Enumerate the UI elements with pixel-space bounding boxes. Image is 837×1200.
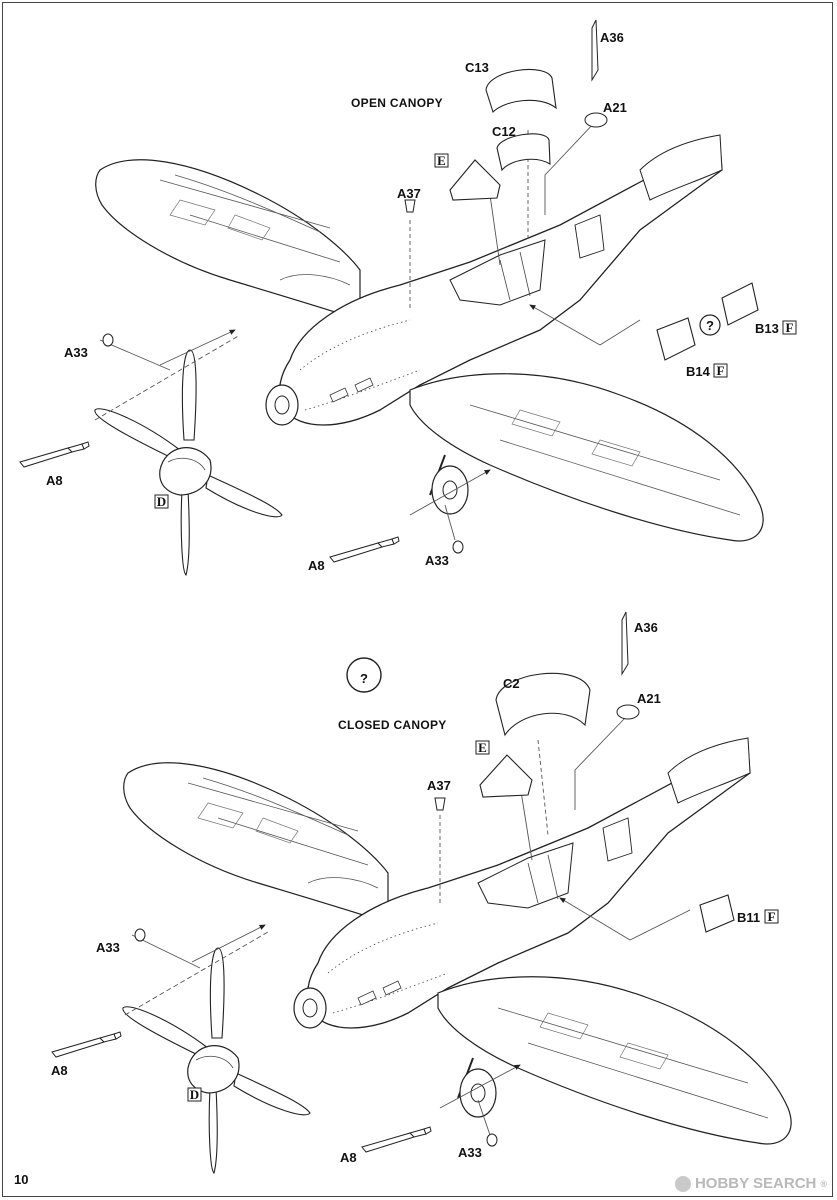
bottom-propeller — [122, 947, 311, 1174]
bottom-heading: CLOSED CANOPY — [338, 718, 447, 732]
bottom-label-b11: B11 — [737, 910, 760, 925]
top-label-a37: A37 — [397, 186, 421, 201]
bottom-leader-b11 — [559, 897, 691, 941]
bottom-label-a8-bottom: A8 — [340, 1150, 357, 1165]
top-label-a8-left: A8 — [46, 473, 63, 488]
bottom-marker-f-box — [764, 909, 779, 924]
top-aircraft-assembly: ? E D F F C13 C12 A36 A21 A37 A33 A33 A8… — [19, 19, 797, 576]
bottom-leader-a8-left — [124, 931, 269, 1016]
bottom-leader-a8-bottom — [439, 1064, 521, 1109]
bottom-label-a8-left: A8 — [51, 1063, 68, 1078]
top-label-c13: C13 — [465, 60, 489, 75]
top-label-b13: B13 — [755, 321, 779, 336]
bottom-label-a33-left: A33 — [96, 940, 120, 955]
top-leader-a33-left-arrow — [159, 329, 236, 366]
top-label-a36: A36 — [600, 30, 624, 45]
top-part-c13-shape — [485, 69, 557, 114]
top-heading: OPEN CANOPY — [351, 96, 443, 110]
bottom-label-a21: A21 — [637, 691, 661, 706]
top-part-b14-shape — [656, 317, 696, 361]
top-part-a37-shape — [404, 199, 416, 213]
top-part-b13-shape — [721, 282, 759, 326]
bottom-a8-bottom-barrel — [361, 1126, 432, 1153]
bottom-leader-e — [519, 784, 533, 861]
watermark-logo-icon — [674, 1175, 691, 1192]
bottom-label-a37: A37 — [427, 778, 451, 793]
top-leader-a8-left — [94, 334, 241, 421]
top-marker-d-box — [154, 494, 169, 509]
top-label-b14: B14 — [686, 364, 711, 379]
top-label-a33-bottom: A33 — [425, 553, 449, 568]
bottom-marker-e: E — [478, 740, 487, 755]
top-leader-b14 — [529, 304, 641, 346]
bottom-part-a21-shape — [616, 704, 640, 720]
top-marker-f1-box — [782, 320, 797, 335]
bottom-part-a36-shape — [621, 611, 629, 676]
top-part-a36-shape — [591, 19, 599, 82]
top-leader-e — [489, 194, 501, 266]
top-part-a33-bottom-shape — [452, 540, 464, 554]
top-label-a33-left: A33 — [64, 345, 88, 360]
bottom-leader-a33-left — [131, 934, 201, 969]
watermark: HOBBY SEARCH ® — [674, 1175, 827, 1192]
top-label-c12: C12 — [492, 124, 516, 139]
top-marker-e-box — [434, 153, 449, 168]
bottom-label-a36: A36 — [634, 620, 658, 635]
page-number: 10 — [14, 1172, 29, 1187]
bottom-part-b11-shape — [699, 894, 735, 933]
bottom-question-circle — [346, 657, 382, 693]
bottom-leader-a33-bottom — [477, 1099, 491, 1136]
top-leader-a33-bottom — [444, 504, 456, 541]
bottom-leader-a21 — [574, 717, 626, 810]
top-part-a33-left-shape — [102, 333, 114, 347]
top-question-mark: ? — [706, 318, 714, 333]
bottom-part-c2-shape — [495, 672, 591, 737]
top-marker-e: E — [437, 153, 446, 168]
bottom-marker-e-box — [475, 740, 490, 755]
top-propeller — [94, 349, 283, 576]
top-part-a21-shape — [584, 112, 608, 128]
top-a8-left-barrel — [19, 441, 90, 468]
watermark-reg: ® — [820, 1178, 827, 1189]
bottom-question-mark: ? — [360, 671, 368, 686]
bottom-leader-a33-left-arrow — [191, 924, 266, 963]
top-marker-f2: F — [717, 363, 725, 378]
bottom-a8-left-barrel — [51, 1031, 122, 1058]
bottom-marker-d-box — [187, 1087, 202, 1102]
top-leader-a33-left — [99, 339, 171, 371]
bottom-aircraft-assembly: ? E D F C2 A36 A21 A37 A33 A33 A8 A8 B11 — [51, 611, 793, 1174]
top-label-a8-bottom: A8 — [308, 558, 325, 573]
bottom-label-a33-bottom: A33 — [458, 1145, 482, 1160]
top-a8-bottom-barrel — [329, 536, 400, 563]
bottom-label-c2: C2 — [503, 676, 520, 691]
bottom-leader-c2 — [537, 739, 549, 836]
top-leader-a21 — [544, 121, 596, 215]
top-part-c12-shape — [496, 133, 551, 172]
bottom-part-a33-left-shape — [134, 928, 146, 942]
top-leader-a8-bottom — [409, 469, 491, 516]
top-marker-d: D — [157, 494, 166, 509]
bottom-part-a33-bottom-shape — [486, 1133, 498, 1147]
bottom-part-a37-shape — [434, 797, 446, 811]
top-marker-f1: F — [786, 320, 794, 335]
bottom-marker-d: D — [190, 1087, 199, 1102]
top-part-e-windscreen — [449, 159, 501, 201]
top-question-circle — [699, 314, 721, 336]
top-label-a21: A21 — [603, 100, 627, 115]
top-marker-f2-box — [713, 363, 728, 378]
bottom-part-e-windscreen — [479, 754, 533, 798]
watermark-text: HOBBY SEARCH — [694, 1175, 817, 1192]
bottom-marker-f: F — [768, 909, 776, 924]
